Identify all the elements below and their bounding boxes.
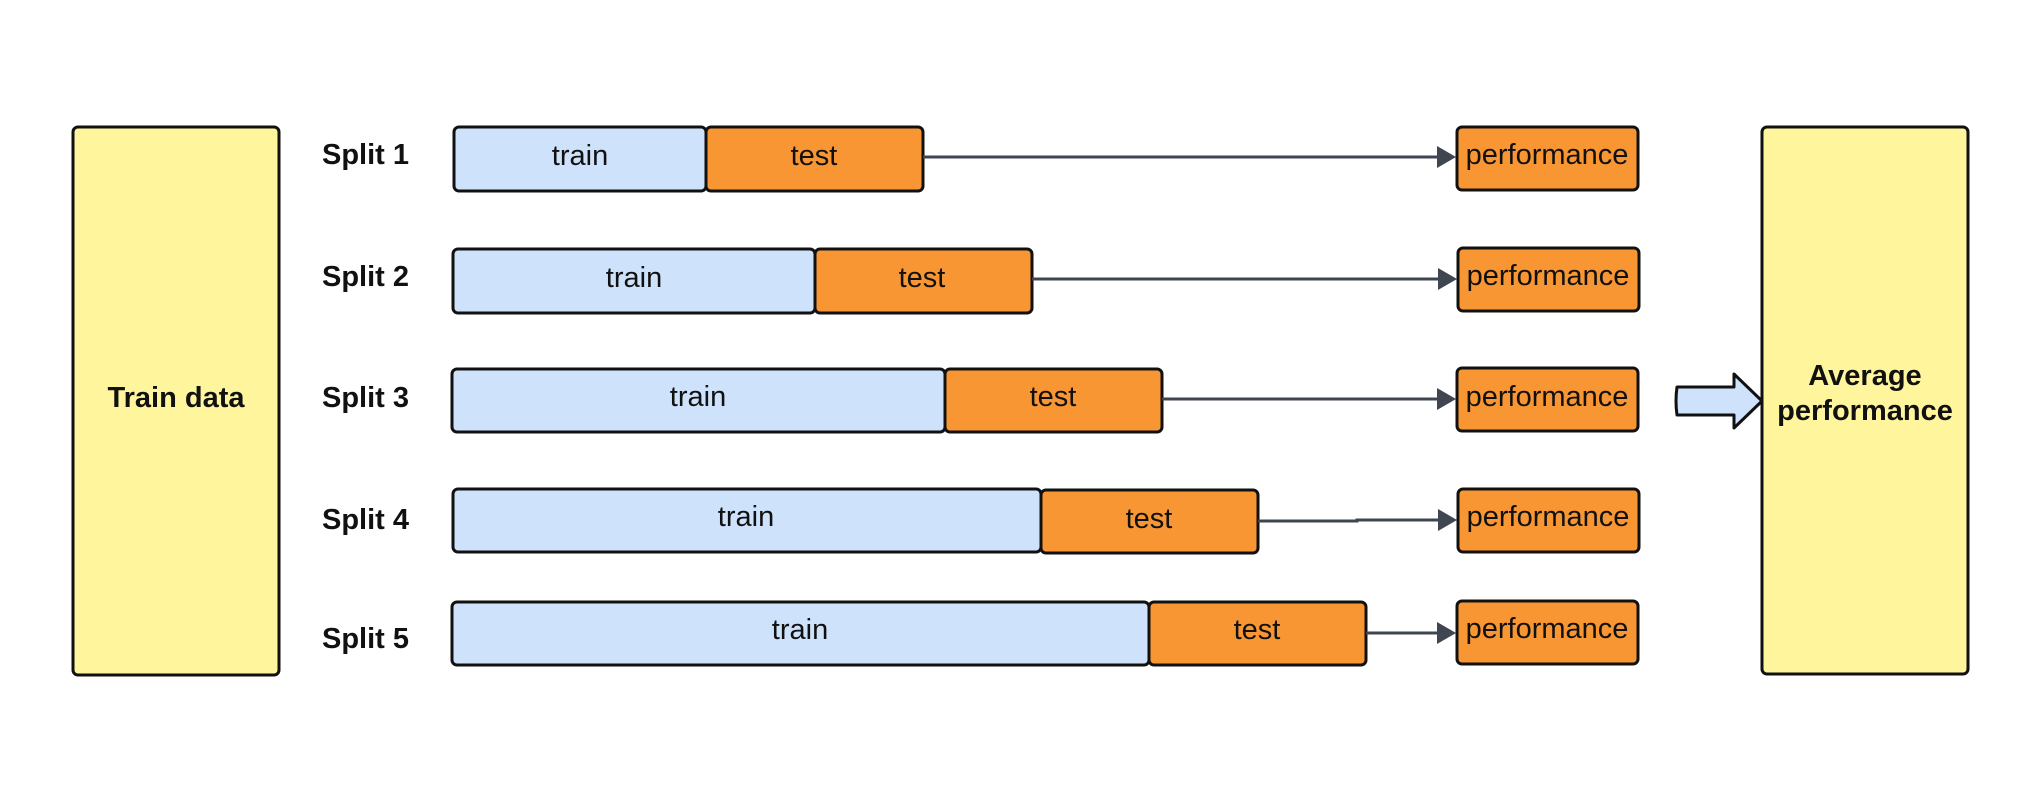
performance-label: performance: [1466, 139, 1629, 171]
average-performance-node: Average performance: [1760, 125, 1970, 676]
performance-box: [1455, 599, 1640, 666]
split-row-4: Split 4 train test performance: [322, 487, 1641, 555]
performance-label: performance: [1467, 260, 1630, 292]
split-row-3: Split 3 train test performance: [322, 366, 1640, 434]
test-segment: [704, 125, 925, 193]
arrowhead-icon: [1437, 622, 1456, 644]
split-row-1: Split 1 train test performance: [322, 125, 1640, 193]
train-segment-label: train: [552, 140, 608, 172]
train-segment-label: train: [772, 614, 828, 646]
test-segment-label: test: [791, 140, 838, 172]
performance-box: [1455, 366, 1640, 433]
connector-line: [1258, 518, 1438, 523]
train-segment-label: train: [606, 262, 662, 294]
arrowhead-icon: [1438, 268, 1457, 290]
train-data-node: Train data: [71, 125, 281, 677]
average-performance-label-line-1: Average: [1808, 360, 1921, 392]
split-label: Split 2: [322, 261, 409, 293]
split-label: Split 4: [322, 504, 409, 536]
split-label: Split 5: [322, 623, 409, 655]
test-segment-label: test: [1030, 381, 1077, 413]
performance-label: performance: [1466, 613, 1629, 645]
train-segment-label: train: [718, 501, 774, 533]
split-label: Split 3: [322, 382, 409, 414]
train-segment-label: train: [670, 381, 726, 413]
arrowhead-icon: [1437, 146, 1456, 168]
test-segment-label: test: [899, 262, 946, 294]
split-row-5: Split 5 train test performance: [322, 599, 1640, 667]
performance-box: [1456, 487, 1641, 554]
performance-box: [1456, 246, 1641, 313]
split-row-2: Split 2 train test performance: [322, 246, 1641, 315]
performance-box: [1455, 125, 1640, 192]
arrowhead-icon: [1437, 388, 1456, 410]
test-segment-label: test: [1234, 614, 1281, 646]
average-performance-label-line-2: performance: [1777, 395, 1953, 427]
aggregate-block-arrow: [1674, 372, 1764, 430]
test-segment: [813, 247, 1034, 315]
test-segment-label: test: [1126, 503, 1173, 535]
train-data-box: [71, 125, 281, 677]
performance-label: performance: [1466, 381, 1629, 413]
performance-label: performance: [1467, 501, 1630, 533]
split-label: Split 1: [322, 139, 409, 171]
train-data-label: Train data: [108, 382, 246, 414]
arrowhead-icon: [1438, 509, 1457, 531]
